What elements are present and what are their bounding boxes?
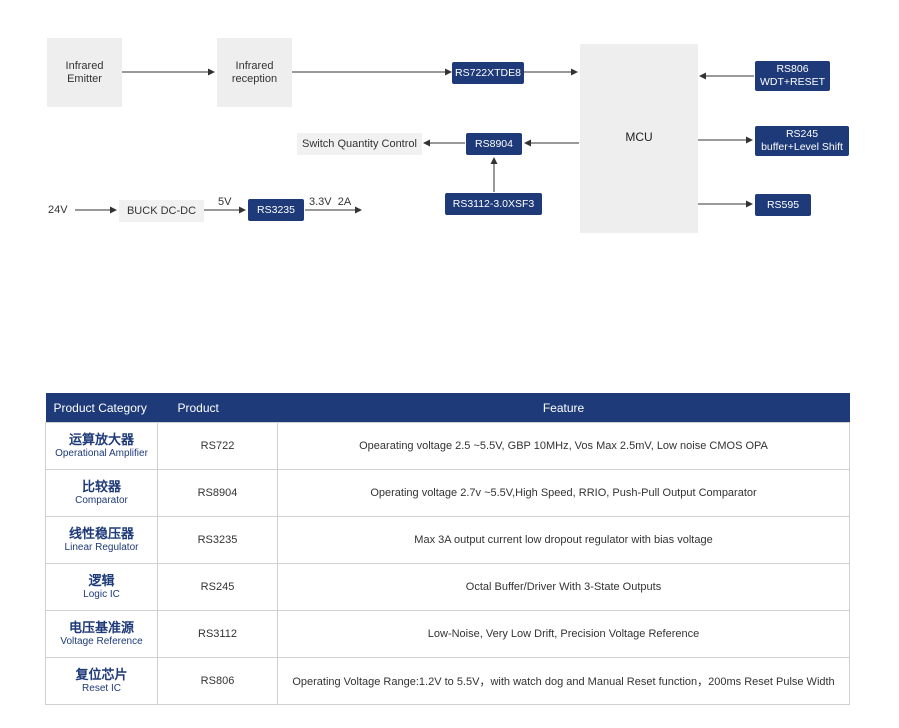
header-product-category: Product Category [45, 393, 158, 423]
product-cell: RS8904 [157, 469, 278, 517]
buck-dcdc-block: BUCK DC-DC [119, 200, 204, 222]
product-cell: RS722 [157, 422, 278, 470]
mcu-block: MCU [580, 44, 698, 233]
feature-cell: Max 3A output current low dropout regula… [277, 516, 850, 564]
infrared-reception-block: Infrared reception [217, 38, 292, 107]
infrared-emitter-block: Infrared Emitter [47, 38, 122, 107]
feature-cell: Opearating voltage 2.5 ~5.5V, GBP 10MHz,… [277, 422, 850, 470]
5v-label: 5V [218, 196, 232, 208]
header-feature: Feature [277, 393, 850, 423]
category-en: Operational Amplifier [55, 448, 148, 459]
product-cell: RS806 [157, 657, 278, 705]
category-cn: 运算放大器 [68, 432, 134, 447]
rs722-block: RS722XTDE8 [452, 62, 524, 84]
feature-cell: Low-Noise, Very Low Drift, Precision Vol… [277, 610, 850, 658]
category-en: Voltage Reference [60, 636, 143, 647]
table-header-row: Product Category Product Feature [45, 393, 850, 423]
output-3v3-label: 3.3V 2A [309, 196, 352, 208]
rs245-block: RS245 buffer+Level Shift [755, 126, 849, 156]
rs3112-block: RS3112-3.0XSF3 [445, 193, 542, 215]
header-product: Product [157, 393, 278, 423]
block-diagram: Infrared Emitter Infrared reception RS72… [0, 0, 899, 300]
category-cn: 电压基准源 [68, 620, 134, 635]
rs3235-block: RS3235 [248, 199, 304, 221]
diagram-wires [75, 68, 754, 214]
switch-quantity-control-block: Switch Quantity Control [297, 133, 422, 155]
input-24v-label: 24V [48, 204, 68, 216]
product-cell: RS3112 [157, 610, 278, 658]
rs806-block: RS806 WDT+RESET [755, 61, 830, 91]
rs595-block: RS595 [755, 194, 811, 216]
category-cn: 逻辑 [88, 573, 115, 588]
category-en: Comparator [75, 495, 128, 506]
category-en: Reset IC [82, 683, 121, 694]
feature-cell: Octal Buffer/Driver With 3-State Outputs [277, 563, 850, 611]
category-en: Linear Regulator [64, 542, 139, 553]
product-cell: RS3235 [157, 516, 278, 564]
category-en: Logic IC [83, 589, 120, 600]
category-cn: 复位芯片 [75, 667, 128, 682]
category-cn: 线性稳压器 [68, 526, 134, 541]
rs8904-block: RS8904 [466, 133, 522, 155]
category-cn: 比较器 [81, 479, 121, 494]
feature-cell: Operating voltage 2.7v ~5.5V,High Speed,… [277, 469, 850, 517]
product-cell: RS245 [157, 563, 278, 611]
feature-cell: Operating Voltage Range:1.2V to 5.5V，wit… [277, 657, 850, 705]
